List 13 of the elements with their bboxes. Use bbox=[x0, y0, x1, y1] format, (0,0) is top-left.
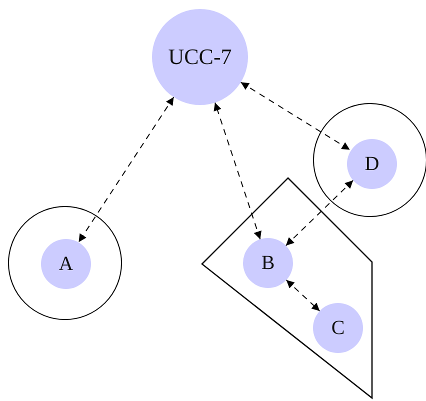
dashed-arrow bbox=[240, 82, 350, 150]
node-circle: C bbox=[313, 303, 363, 353]
node-circle: D bbox=[347, 139, 397, 189]
dashed-arrow bbox=[286, 280, 320, 312]
node-circle: B bbox=[243, 238, 293, 288]
group-polygon bbox=[202, 178, 372, 399]
dashed-arrow bbox=[78, 96, 174, 243]
node-circle: UCC-7 bbox=[152, 9, 248, 105]
dashed-arrow bbox=[214, 102, 262, 240]
group-circle bbox=[313, 103, 426, 217]
dashed-arrow bbox=[285, 180, 354, 246]
group-circle bbox=[8, 206, 122, 320]
node-circle: A bbox=[41, 239, 91, 289]
